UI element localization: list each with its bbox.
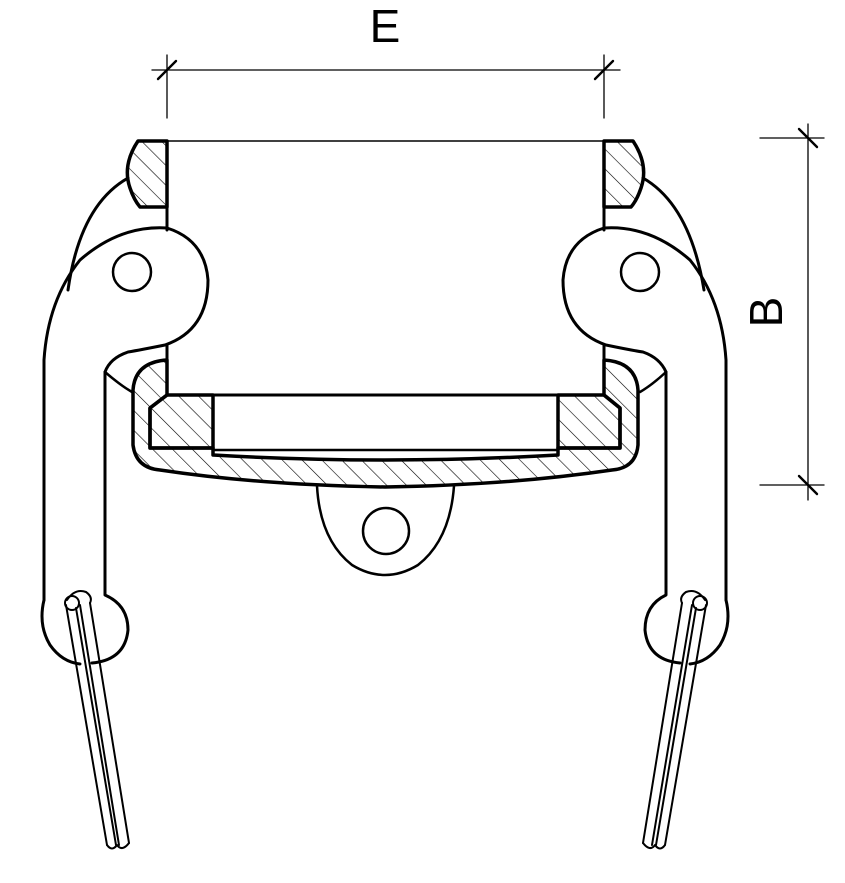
right-pull-ring[interactable] (642, 590, 708, 850)
left-lever-inner-notch (103, 370, 134, 394)
right-lever-end (688, 598, 730, 666)
right-cam-pin-hole (619, 251, 661, 293)
right-top-lip-section (602, 139, 646, 209)
left-pull-ring[interactable] (64, 590, 130, 850)
left-lever-inner (90, 370, 130, 665)
left-gasket-section (148, 393, 215, 450)
left-lever-end (40, 598, 82, 666)
right-lever-inner-notch (638, 370, 668, 394)
left-cam-pin-hole (111, 251, 153, 293)
right-lever-inner (643, 370, 682, 665)
dimension-e (151, 54, 621, 119)
right-cam-lobe (561, 226, 728, 602)
left-top-lip-section (125, 139, 169, 209)
left-cam-lobe (42, 226, 210, 602)
dimension-b-label: B (740, 297, 792, 328)
right-gasket-section (556, 393, 622, 450)
dimension-e-label: E (370, 0, 401, 52)
bottom-tab-hole (361, 506, 411, 556)
right-lever-back-arc (641, 176, 706, 292)
bottom-mounting-tab (315, 484, 456, 577)
body-bottom-section (131, 358, 640, 489)
dimension-b (759, 123, 825, 501)
